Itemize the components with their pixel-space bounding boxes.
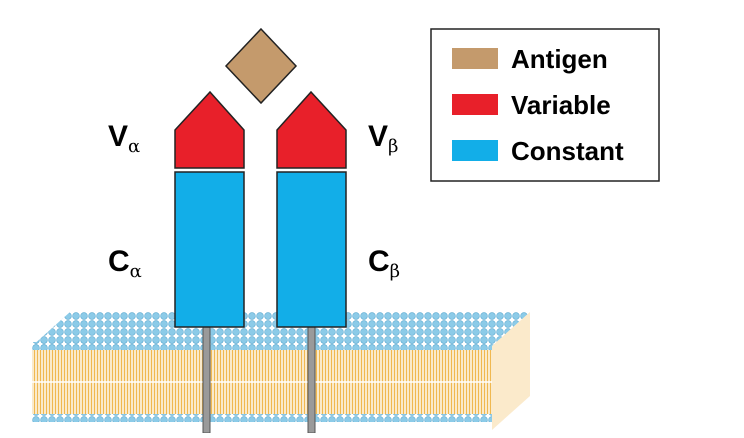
membrane-outer-heads bbox=[32, 342, 492, 350]
legend-swatch-antigen bbox=[452, 48, 498, 69]
beta-constant-domain bbox=[276, 171, 347, 328]
membrane-top-surface bbox=[32, 312, 530, 346]
legend: Antigen Variable Constant bbox=[430, 28, 660, 182]
membrane-inner-heads bbox=[32, 414, 492, 422]
c-alpha-label: Cα bbox=[108, 245, 142, 282]
legend-swatch-constant bbox=[452, 140, 498, 161]
alpha-constant-domain bbox=[174, 171, 245, 328]
antigen-diamond bbox=[224, 27, 298, 105]
v-beta-label: Vβ bbox=[368, 120, 398, 157]
cell-membrane bbox=[32, 312, 530, 430]
legend-swatch-variable bbox=[452, 94, 498, 115]
beta-transmembrane-stalk bbox=[307, 325, 316, 434]
alpha-variable-domain bbox=[174, 90, 245, 169]
legend-label-variable: Variable bbox=[511, 90, 611, 120]
alpha-transmembrane-stalk bbox=[202, 325, 211, 434]
c-beta-label: Cβ bbox=[368, 245, 400, 282]
beta-variable-domain bbox=[276, 90, 347, 169]
membrane-side-edge bbox=[492, 312, 530, 430]
legend-label-antigen: Antigen bbox=[511, 44, 608, 74]
legend-label-constant: Constant bbox=[511, 136, 624, 166]
v-alpha-label: Vα bbox=[108, 120, 140, 157]
